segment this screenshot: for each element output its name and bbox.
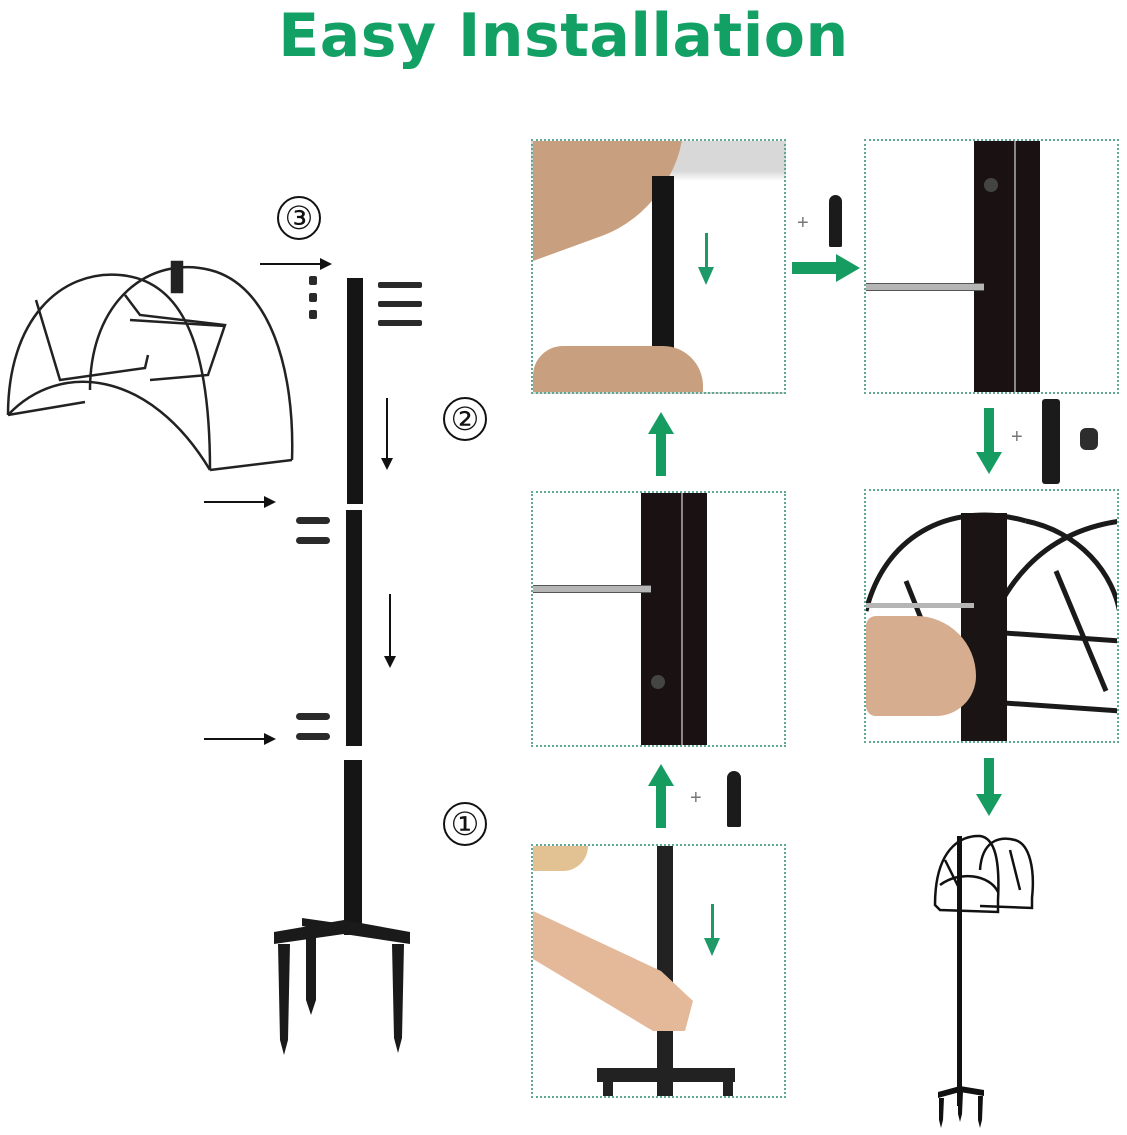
bolt-icon: [378, 301, 422, 307]
panel-join-pole-sections: [531, 139, 786, 394]
hand-icon: [866, 616, 976, 716]
pole-section: [961, 513, 1007, 741]
screw-head-icon: [651, 675, 665, 689]
arrow-right-icon: [260, 258, 332, 270]
tripod-leg: [723, 1082, 733, 1096]
pole-section: [641, 493, 707, 745]
middle-pole-section: [346, 510, 362, 746]
assembled-hose-stand-icon: [933, 834, 1035, 1128]
upper-pole-section: [347, 278, 363, 504]
arrow-right-icon: [204, 496, 276, 508]
plus-icon: +: [1011, 426, 1023, 448]
arrow-down-icon: [381, 398, 393, 470]
step-1-label: ①: [443, 802, 487, 846]
screw-icon: [296, 517, 330, 524]
page-title: Easy Installation: [278, 1, 849, 71]
screwdriver-icon: [866, 283, 984, 291]
nut-icon: [309, 310, 317, 319]
green-arrow-up-icon: [648, 764, 674, 828]
screw-head-icon: [984, 178, 998, 192]
pole-section: [974, 141, 1040, 392]
hand-icon: [533, 346, 703, 392]
screw-icon: [296, 713, 330, 720]
panel-screw-lower-joint: [531, 491, 786, 747]
step-3-label: ③: [277, 196, 321, 240]
nut-icon: [309, 276, 317, 285]
screw-icon: [296, 733, 330, 740]
screw-icon: [829, 195, 842, 247]
pole-section: [657, 846, 673, 1096]
bolt-icon: [378, 282, 422, 288]
screw-icon: [296, 537, 330, 544]
plus-icon: +: [690, 787, 702, 809]
pole-edge-highlight: [1014, 141, 1016, 392]
tripod-crossbar: [597, 1068, 735, 1082]
nut-icon: [309, 293, 317, 302]
arrow-down-icon: [384, 594, 396, 668]
tripod-stake-icon: [274, 918, 410, 1055]
panel-attach-hanger: [864, 489, 1119, 743]
plus-icon: +: [797, 212, 809, 234]
green-arrow-down-icon: [976, 758, 1002, 816]
step-2-label: ②: [443, 397, 487, 441]
bolt-icon: [378, 320, 422, 326]
green-arrow-down-icon: [698, 233, 714, 285]
exploded-diagram: ③ ②: [0, 190, 500, 1070]
green-arrow-down-icon: [976, 408, 1002, 474]
bolt-icon: [1042, 399, 1060, 484]
arrow-right-icon: [204, 733, 276, 745]
panel-insert-pole-base: [531, 844, 786, 1098]
green-arrow-right-icon: [792, 254, 860, 282]
nut-icon: [1080, 428, 1098, 450]
tripod-leg: [603, 1082, 613, 1096]
pole-edge-highlight: [681, 493, 683, 745]
panel-screw-upper-joint: [864, 139, 1119, 394]
screw-icon: [727, 771, 741, 827]
base-stake-tube: [344, 760, 362, 935]
hand-icon: [533, 846, 588, 871]
green-arrow-up-icon: [648, 412, 674, 476]
pole-section: [652, 176, 674, 392]
screwdriver-icon: [866, 603, 974, 608]
green-arrow-down-icon: [704, 904, 720, 956]
screwdriver-icon: [533, 585, 651, 593]
hose-hanger-frame-icon: [6, 260, 294, 472]
